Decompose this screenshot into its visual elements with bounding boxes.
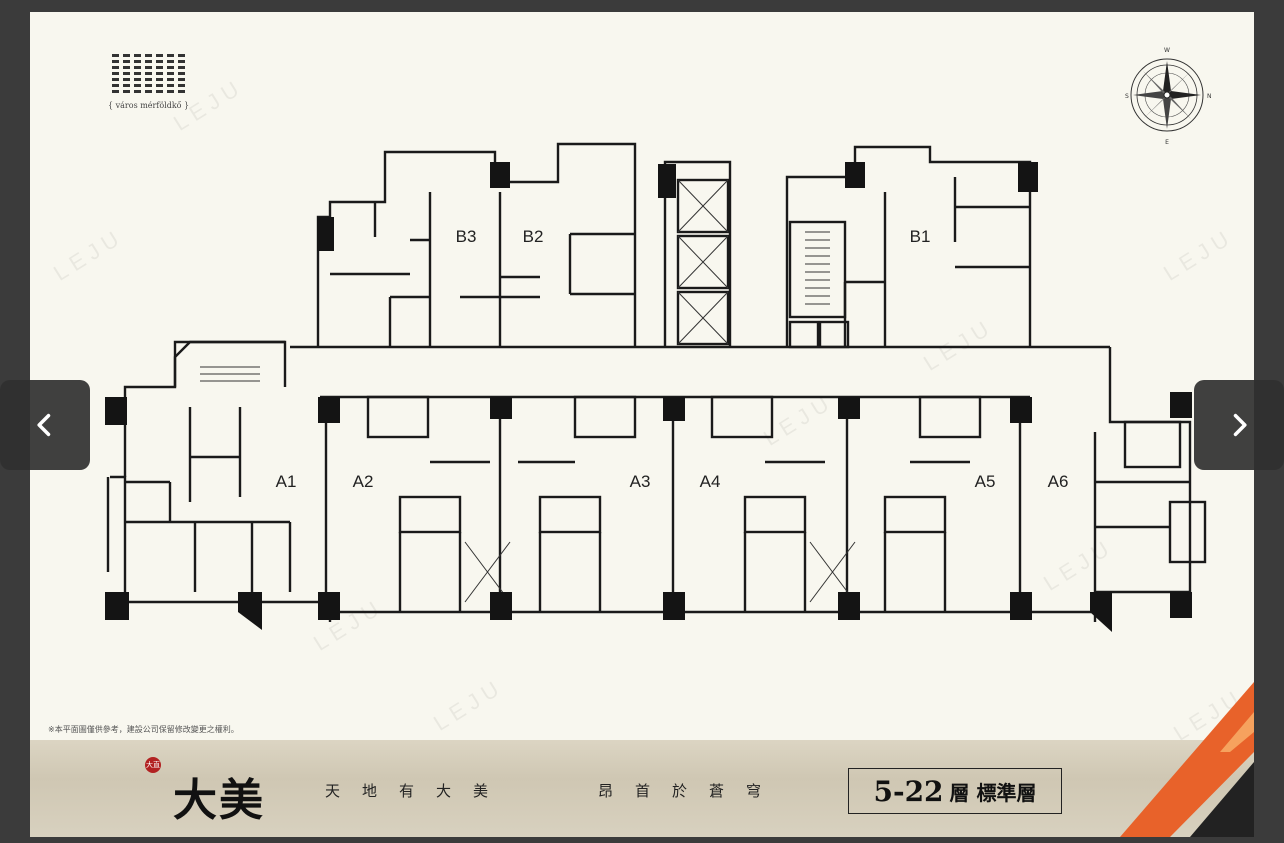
unit-label-a5: A5 xyxy=(974,472,996,491)
floor-range-box: 5-22 層 標準層 xyxy=(848,768,1062,814)
unit-label-a3: A3 xyxy=(629,472,651,491)
unit-label-a4: A4 xyxy=(699,472,721,491)
previous-button[interactable] xyxy=(0,380,90,470)
logo: { város mérföldkő } xyxy=(108,54,190,110)
unit-label-b2: B2 xyxy=(522,227,544,246)
logo-mark xyxy=(108,54,188,93)
compass-west-label: W xyxy=(1164,47,1170,54)
unit-label-a6: A6 xyxy=(1047,472,1069,491)
logo-caption: { város mérföldkő } xyxy=(108,101,190,110)
compass-north-label: N xyxy=(1207,93,1212,100)
compass-south-label: S xyxy=(1125,93,1129,100)
chevron-left-icon xyxy=(37,413,51,437)
next-button[interactable] xyxy=(1194,380,1284,470)
floor-range: 5-22 xyxy=(873,774,944,808)
brand-name: 大美 xyxy=(173,775,265,826)
unit-label-b1: B1 xyxy=(909,227,931,246)
floor-type: 層 標準層 xyxy=(949,780,1037,805)
compass-icon: W E S N xyxy=(1125,47,1212,146)
unit-label-b3: B3 xyxy=(455,227,477,246)
slogan-right: 昂首於蒼穹 xyxy=(598,782,784,800)
floor-plan-drawing xyxy=(105,142,1207,632)
floor-plan-image: LEJU LEJU LEJU LEJU LEJU LEJU LEJU LEJU … xyxy=(30,12,1254,837)
chevron-right-icon xyxy=(1233,413,1247,437)
unit-label-a1: A1 xyxy=(275,472,297,491)
orange-accent-shape xyxy=(1120,682,1254,837)
slogan-left: 天地有大美 xyxy=(325,782,511,800)
brand-seal: 大直 xyxy=(145,757,161,773)
footer-band xyxy=(30,740,1254,837)
disclaimer: ※本平面圖僅供參考，建設公司保留修改變更之權利。 xyxy=(48,725,239,734)
compass-east-label: E xyxy=(1165,139,1169,146)
unit-label-a2: A2 xyxy=(352,472,374,491)
